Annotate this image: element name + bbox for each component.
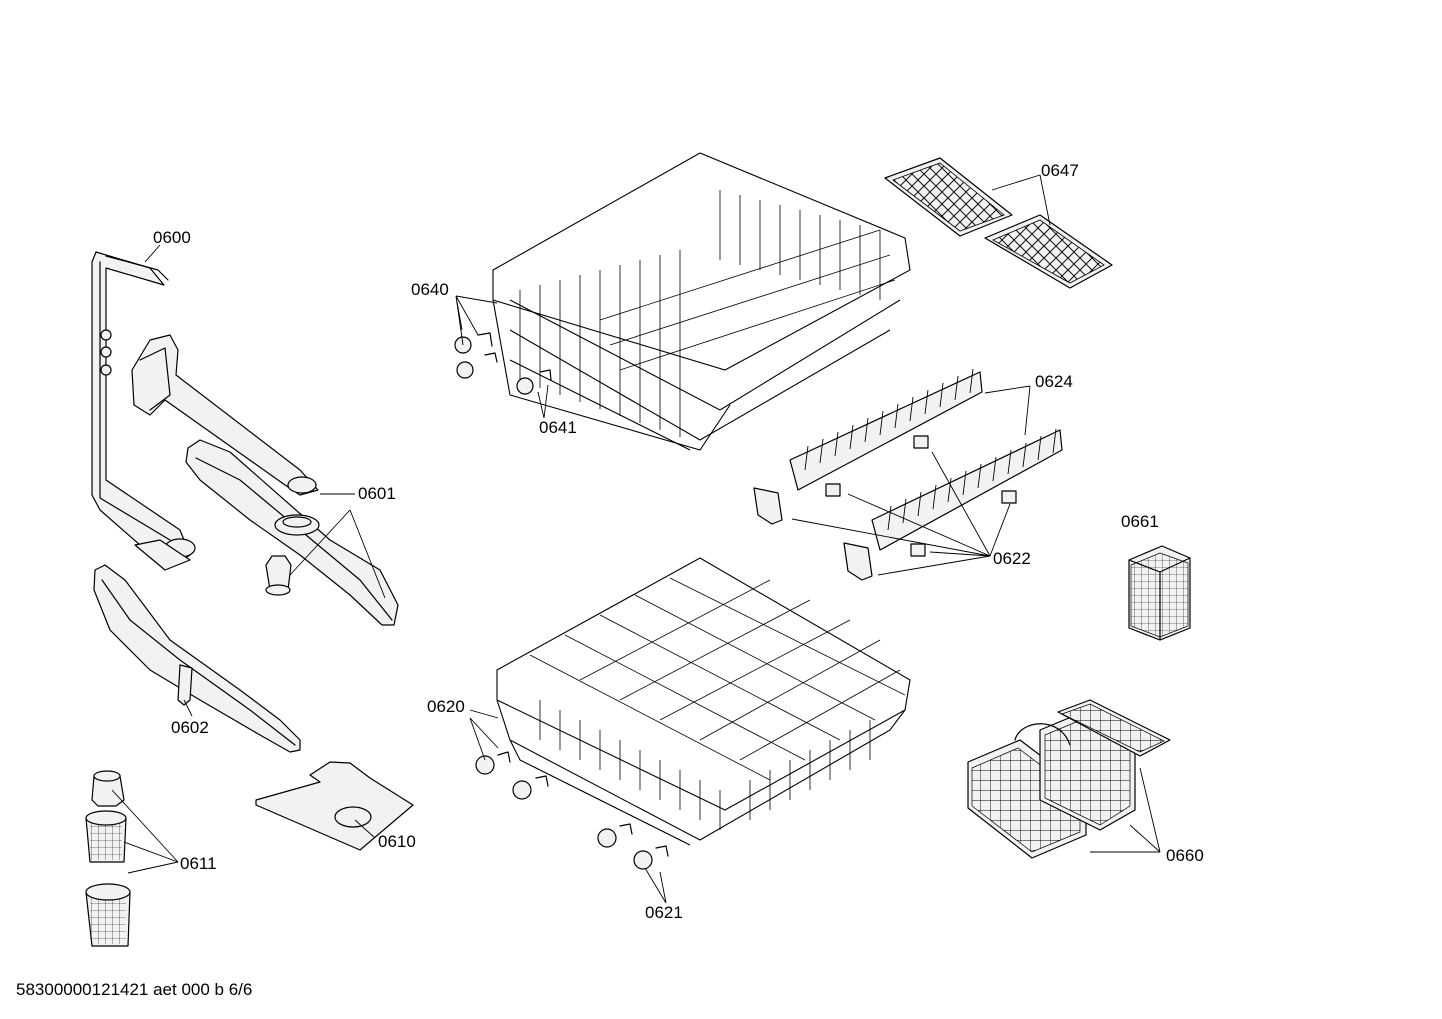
tine-rows-part bbox=[789, 368, 1063, 551]
lower-spray-arm-part bbox=[93, 564, 301, 753]
label-0602: 0602 bbox=[171, 718, 209, 737]
label-0647: 0647 bbox=[1041, 161, 1079, 180]
label-0641: 0641 bbox=[539, 418, 577, 437]
supply-pipe-part bbox=[91, 251, 196, 571]
label-0624: 0624 bbox=[1035, 372, 1073, 391]
upper-arm-connector-part bbox=[131, 334, 319, 496]
label-0640: 0640 bbox=[411, 280, 449, 299]
cup-rack-pair-part bbox=[884, 157, 1113, 289]
label-0622: 0622 bbox=[993, 549, 1031, 568]
label-0601: 0601 bbox=[358, 484, 396, 503]
label-0661: 0661 bbox=[1121, 512, 1159, 531]
filter-set-part bbox=[85, 770, 131, 947]
label-0600: 0600 bbox=[153, 228, 191, 247]
small-cutlery-basket-part bbox=[1128, 545, 1191, 641]
lower-basket-part bbox=[475, 557, 911, 870]
filter-plate-part bbox=[255, 761, 414, 851]
label-0620: 0620 bbox=[427, 697, 465, 716]
leader-lines bbox=[111, 174, 1161, 904]
upper-spray-arm-part bbox=[185, 439, 399, 626]
label-0660: 0660 bbox=[1166, 846, 1204, 865]
label-0621: 0621 bbox=[645, 903, 683, 922]
clip-set-part bbox=[753, 435, 1017, 581]
cutlery-basket-part bbox=[967, 699, 1171, 859]
label-0610: 0610 bbox=[378, 832, 416, 851]
label-0611: 0611 bbox=[180, 854, 217, 873]
upper-basket-part bbox=[454, 152, 911, 451]
document-footer-code: 58300000121421 aet 000 b 6/6 bbox=[16, 980, 253, 999]
